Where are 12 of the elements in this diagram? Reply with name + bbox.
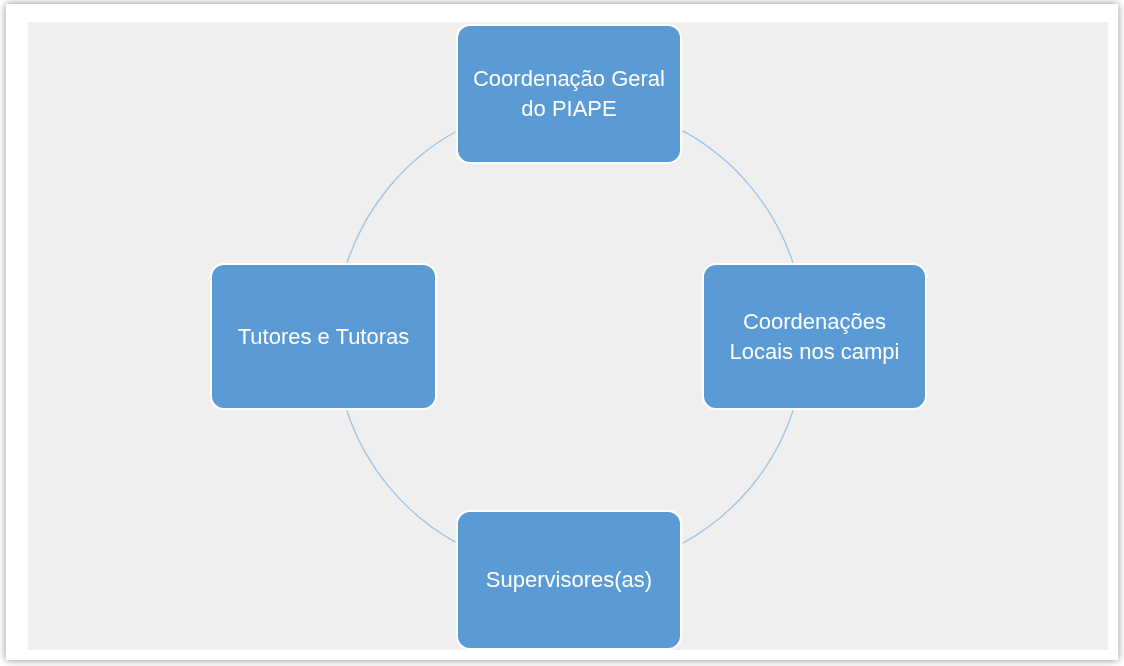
- process-box: [210, 263, 437, 410]
- connector-arc: [346, 410, 456, 543]
- box-label: Tutores e Tutoras: [237, 322, 410, 351]
- process-box: [702, 263, 927, 410]
- process-box: [456, 510, 682, 650]
- process-box: [456, 24, 682, 164]
- box-label: Supervisores(as): [485, 566, 653, 594]
- connector-arc: [681, 130, 794, 264]
- box-label: Coordenação Geral do PIAPE: [472, 65, 666, 123]
- connector-arc: [346, 131, 457, 264]
- box-label: Coordenações Locais nos campi: [728, 307, 901, 366]
- connector-arc: [682, 409, 794, 544]
